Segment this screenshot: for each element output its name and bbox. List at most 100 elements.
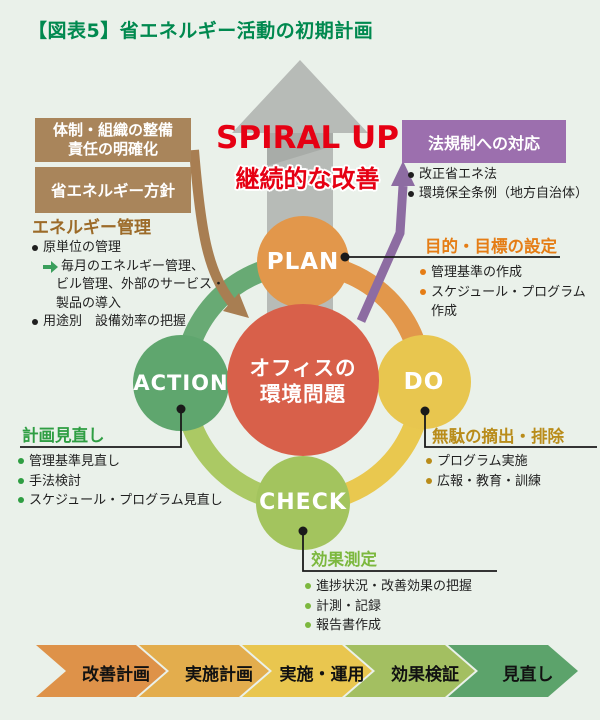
org-structure-box: 体制・組織の整備 責任の明確化 — [35, 118, 191, 162]
page-title: 【図表5】省エネルギー活動の初期計画 — [28, 20, 374, 42]
plan-annotation-items: 管理基準の作成 スケジュール・プログラム作成 — [420, 263, 598, 322]
energy-item-text: 原単位の管理 — [43, 240, 122, 255]
center-label: オフィスの 環境問題 — [249, 356, 357, 406]
action-item-text: スケジュール・プログラム見直し — [29, 493, 223, 508]
plan-annotation-heading: 目的・目標の設定 — [425, 237, 557, 256]
list-item: 報告書作成 — [305, 616, 515, 636]
policy-flow-arrow-icon — [189, 149, 236, 307]
legal-feedback-arrow-icon — [356, 185, 408, 323]
plan-circle — [257, 216, 349, 308]
list-item: スケジュール・プログラム作成 — [420, 283, 598, 322]
plan-item-text: スケジュール・プログラム作成 — [431, 284, 586, 320]
check-annotation-items: 進捗状況・改善効果の把握 計測・記録 報告書作成 — [305, 577, 515, 636]
bullet-icon — [18, 477, 24, 484]
bullet-icon — [420, 288, 426, 295]
list-item: 毎月のエネルギー管理、 — [43, 258, 247, 277]
do-connector-line — [424, 411, 597, 448]
bullet-icon — [426, 458, 432, 464]
process-chevron-4 — [345, 645, 475, 697]
list-item: 広報・教育・訓練 — [426, 472, 598, 492]
plan-connector-dot — [340, 252, 350, 262]
energy-policy-box: 省エネルギー方針 — [35, 167, 191, 213]
do-item-text: 広報・教育・訓練 — [437, 473, 542, 489]
do-connector-dot — [420, 406, 430, 416]
process-step-label: 効果検証 — [391, 665, 459, 685]
plan-item-text: 管理基準の作成 — [431, 265, 523, 280]
bullet-icon — [420, 269, 426, 275]
org-structure-line1: 体制・組織の整備 — [52, 121, 173, 139]
bullet-icon — [32, 245, 38, 251]
process-chevron-1 — [36, 645, 166, 697]
list-item: プログラム実施 — [426, 452, 598, 472]
energy-management-items: 原単位の管理 毎月のエネルギー管理、 ビル管理、外部のサービス・ 製品の導入 用… — [32, 239, 247, 332]
action-circle — [133, 335, 229, 431]
bullet-icon — [305, 583, 311, 589]
arrow-right-icon — [43, 260, 58, 273]
do-circle — [377, 335, 471, 429]
bullet-icon — [32, 319, 38, 325]
action-item-text: 手法検討 — [29, 473, 82, 489]
check-item-text: 計測・記録 — [316, 598, 382, 614]
check-label: CHECK — [259, 490, 347, 515]
center-circle — [227, 304, 379, 456]
process-step-label: 改善計画 — [82, 665, 150, 685]
action-item-text: 管理基準見直し — [29, 454, 121, 469]
do-label: DO — [403, 369, 445, 395]
bullet-icon — [305, 622, 311, 628]
check-circle — [256, 456, 350, 550]
org-structure-line2: 責任の明確化 — [67, 140, 158, 158]
legal-box-heading: 法規制への対応 — [427, 133, 540, 153]
process-chevron-5 — [448, 645, 578, 697]
action-connector-dot — [176, 404, 186, 414]
list-item: 管理基準の作成 — [420, 263, 598, 283]
list-item: 環境保全条例（地方自治体） — [408, 185, 598, 204]
check-connector-line — [302, 531, 497, 572]
action-label: ACTION — [133, 371, 229, 395]
bullet-icon — [408, 190, 414, 197]
plan-label: PLAN — [266, 249, 340, 275]
legal-item-text: 環境保全条例（地方自治体） — [419, 185, 589, 201]
bullet-icon — [18, 497, 24, 503]
list-item: 手法検討 — [18, 472, 248, 492]
energy-note-text: ビル管理、外部のサービス・ — [56, 277, 226, 292]
list-item: 管理基準見直し — [18, 452, 248, 472]
energy-policy-label: 省エネルギー方針 — [50, 182, 175, 200]
list-item: 製品の導入 — [56, 295, 247, 314]
bullet-icon — [18, 458, 24, 464]
energy-note-text: 毎月のエネルギー管理、 — [61, 258, 205, 274]
legal-feedback-arrowhead — [391, 161, 415, 186]
process-step-label: 見直し — [502, 665, 554, 685]
action-connector-line — [20, 409, 182, 448]
bullet-icon — [305, 602, 311, 609]
list-item: 改正省エネ法 — [408, 166, 598, 185]
legal-items: 改正省エネ法 環境保全条例（地方自治体） — [408, 166, 598, 203]
check-item-text: 報告書作成 — [316, 618, 382, 633]
bullet-icon — [408, 172, 414, 178]
list-item: ビル管理、外部のサービス・ — [56, 276, 247, 295]
process-chevron-3 — [242, 645, 372, 697]
check-connector-dot — [298, 526, 308, 536]
check-item-text: 進捗状況・改善効果の把握 — [316, 579, 473, 594]
energy-management-heading: エネルギー管理 — [32, 218, 151, 238]
do-annotation-items: プログラム実施 広報・教育・訓練 — [426, 452, 598, 491]
check-annotation-heading: 効果測定 — [311, 550, 377, 569]
energy-item-text: 用途別 設備効率の把握 — [43, 314, 187, 329]
policy-flow-arrowhead — [223, 293, 249, 318]
spiral-up-subtitle: 継続的な改善 — [235, 165, 380, 193]
legal-item-text: 改正省エネ法 — [419, 167, 498, 182]
do-item-text: プログラム実施 — [437, 454, 528, 469]
action-annotation-heading: 計画見直し — [22, 426, 105, 445]
spiral-up-arrow-icon — [232, 60, 368, 332]
list-item: 計測・記録 — [305, 597, 515, 617]
spiral-up-arrow-fold — [267, 133, 333, 166]
process-step-label: 実施・運用 — [279, 665, 365, 685]
action-annotation-items: 管理基準見直し 手法検討 スケジュール・プログラム見直し — [18, 452, 248, 511]
process-chevron-2 — [139, 645, 269, 697]
list-item: スケジュール・プログラム見直し — [18, 491, 248, 511]
list-item: 進捗状況・改善効果の把握 — [305, 577, 515, 597]
do-annotation-heading: 無駄の摘出・排除 — [432, 427, 564, 446]
bullet-icon — [426, 477, 432, 484]
legal-box: 法規制への対応 — [402, 120, 566, 163]
